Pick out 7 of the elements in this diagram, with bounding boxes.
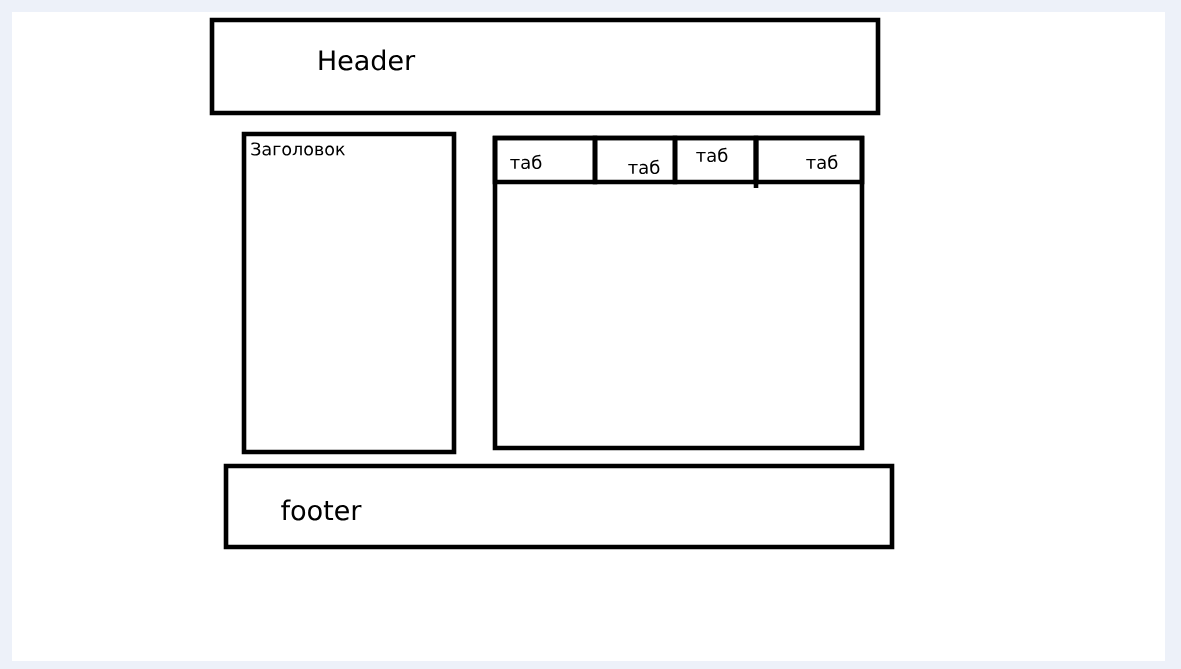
tab: таб (592, 135, 678, 185)
tab: таб (492, 135, 598, 185)
footer-box: footer (223, 463, 895, 550)
tab: таб (753, 135, 865, 188)
sidebar-box: Заголовок (241, 131, 457, 455)
tab: таб (672, 135, 759, 185)
header-box: Header (209, 17, 881, 116)
